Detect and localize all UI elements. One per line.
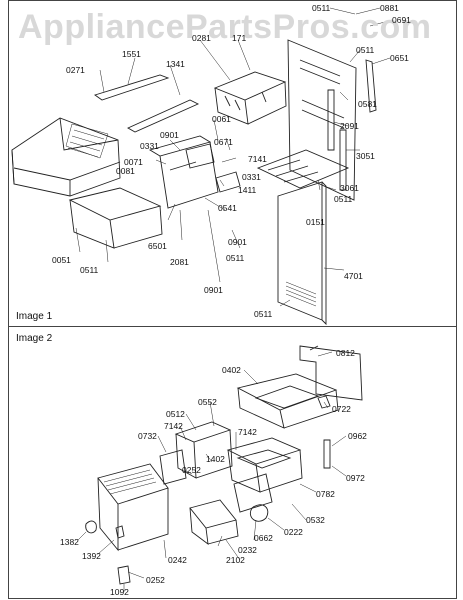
part-number: 0901: [160, 130, 179, 140]
rod-0962: [323, 439, 331, 469]
clip-1092: [117, 565, 131, 585]
image-2-label: Image 2: [16, 333, 53, 344]
part-number: 171: [232, 33, 247, 43]
image-divider: [8, 326, 457, 327]
louver-cover: [256, 149, 350, 189]
part-number: 0541: [218, 203, 237, 213]
part-number: 0281: [192, 33, 211, 43]
screw-1392: [115, 525, 125, 539]
part-number: 1402: [206, 454, 225, 464]
part-number: 0812: [336, 348, 355, 358]
part-number: 0722: [332, 404, 351, 414]
part-number: 0271: [66, 65, 85, 75]
part-number: 0511: [80, 265, 99, 275]
part-number: 7141: [248, 154, 267, 164]
part-number: 0881: [380, 3, 399, 13]
cover-box: [68, 187, 163, 249]
rail-2: [127, 99, 200, 133]
part-number: 0071: [124, 157, 143, 167]
part-number: 7142: [164, 421, 183, 431]
part-number: 4701: [344, 271, 363, 281]
leaders-1: [75, 7, 393, 307]
part-number: 1341: [166, 59, 185, 69]
part-number: 0511: [312, 3, 331, 13]
part-number: 0511: [356, 45, 375, 55]
part-number: 0511: [226, 253, 245, 263]
panel-grille: [285, 281, 317, 307]
part-number: 0732: [138, 431, 157, 441]
part-number: 0252: [182, 465, 201, 475]
channel: [233, 473, 273, 513]
part-number: 0232: [238, 545, 257, 555]
part-number: 3051: [356, 151, 375, 161]
part-number: 0252: [146, 575, 165, 585]
tube-3051: [339, 129, 347, 191]
part-number: 1392: [82, 551, 101, 561]
part-number: 2091: [340, 121, 359, 131]
paddle-bracket: [189, 499, 239, 545]
part-number: 0242: [168, 555, 187, 565]
site-watermark: AppliancePartsPros.com: [18, 8, 432, 46]
vent-grille: [65, 123, 109, 159]
shaft-0722: [317, 395, 331, 409]
part-number: 0081: [116, 166, 135, 176]
part-number: 0671: [214, 137, 233, 147]
part-number: 0901: [204, 285, 223, 295]
part-number: 3061: [340, 183, 359, 193]
part-number: 0651: [390, 53, 409, 63]
part-number: 0782: [316, 489, 335, 499]
part-number: 2081: [170, 257, 189, 267]
tube-2091: [327, 89, 335, 151]
front-panel: [277, 181, 327, 326]
part-number: 0151: [306, 217, 325, 227]
part-number: 0691: [392, 15, 411, 25]
part-number: 7142: [238, 427, 257, 437]
part-number: 0901: [228, 237, 247, 247]
motor-0662: [250, 504, 269, 522]
knob-1382: [85, 520, 97, 534]
part-number: 0972: [346, 473, 365, 483]
switch-plate: [159, 449, 187, 485]
front-grille-panel: [97, 463, 169, 552]
part-number: 0331: [242, 172, 261, 182]
part-number: 0512: [166, 409, 185, 419]
part-number: 0222: [284, 527, 303, 537]
part-number: 0962: [348, 431, 367, 441]
part-number: 0511: [254, 309, 273, 319]
image-1-label: Image 1: [16, 311, 53, 322]
chute: [226, 437, 303, 493]
front-grille-slots: [103, 469, 157, 495]
rear-bracket: [299, 345, 363, 401]
part-number: 1411: [238, 185, 257, 195]
part-number: 1551: [122, 49, 141, 59]
part-number: 0331: [140, 141, 159, 151]
part-number: 2102: [226, 555, 245, 565]
back-panel: [287, 39, 357, 201]
part-number: 0581: [358, 99, 377, 109]
dispenser-housing: [236, 373, 339, 429]
part-number: 6501: [148, 241, 167, 251]
part-number: 0511: [334, 194, 353, 204]
auger-bracket: [148, 135, 219, 209]
part-number: 1092: [110, 587, 129, 597]
part-number: 0402: [222, 365, 241, 375]
part-number: 0552: [198, 397, 217, 407]
ice-maker: [213, 71, 287, 125]
part-number: 0662: [254, 533, 273, 543]
part-number: 0061: [212, 114, 231, 124]
switch: [215, 171, 241, 193]
part-number: 1382: [60, 537, 79, 547]
motor: [185, 143, 215, 169]
part-number: 0532: [306, 515, 325, 525]
diagram-frame: [8, 0, 457, 599]
fill-tube: [365, 59, 377, 113]
leaders-2: [77, 351, 347, 592]
part-number: 0051: [52, 255, 71, 265]
drawer-housing: [11, 117, 121, 197]
rail: [93, 74, 170, 101]
